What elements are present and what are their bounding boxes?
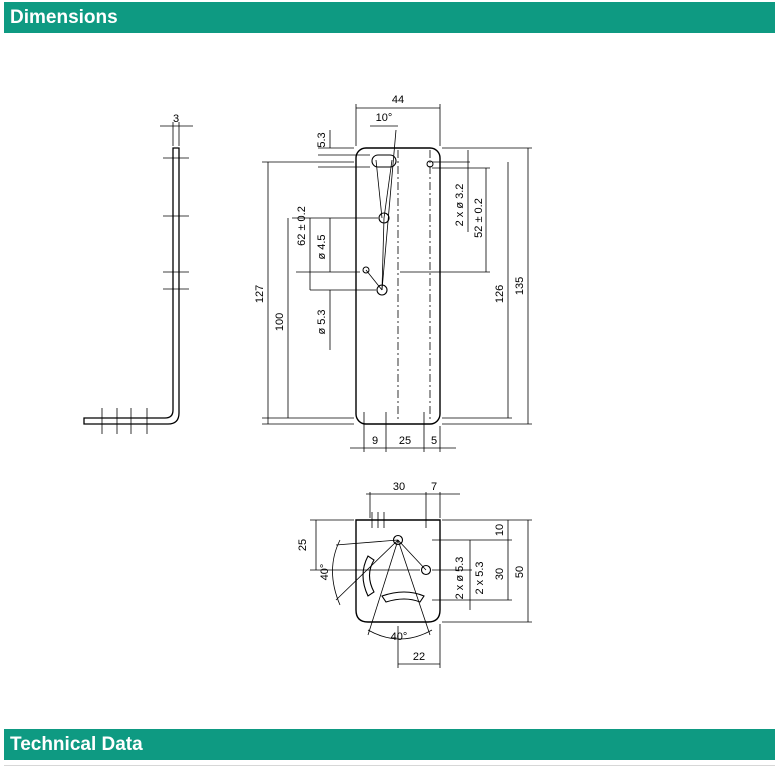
front-width-label: 44 [392, 94, 404, 106]
bottom-left-25-label: 25 [297, 539, 309, 551]
divider [4, 765, 775, 766]
bottom-right-30-label: 30 [494, 568, 506, 580]
bottom-height-50-label: 50 [514, 566, 526, 578]
front-slot-top-label: 5.3 [316, 132, 328, 147]
front-height-135-label: 135 [514, 277, 526, 295]
bottom-22-label: 22 [413, 651, 425, 663]
dimensions-header: Dimensions [4, 2, 775, 33]
front-hole-small-label: 2 x ø 3.2 [454, 184, 466, 227]
bottom-top-30-label: 30 [393, 481, 405, 493]
bottom-top-7-label: 7 [431, 481, 437, 493]
front-bottom-5-label: 5 [431, 435, 437, 447]
technical-data-title: Technical Data [10, 734, 143, 755]
side-view [83, 122, 193, 434]
front-hole-53-label: ø 5.3 [316, 309, 328, 334]
bottom-holes-53-label: 2 x ø 5.3 [454, 557, 466, 600]
dimension-drawing: 3 [83, 94, 532, 668]
front-hole-45-label: ø 4.5 [316, 234, 328, 259]
front-bottom-9-label: 9 [372, 435, 378, 447]
front-height-100-label: 100 [274, 313, 286, 331]
front-view [262, 104, 532, 452]
bottom-slots-53-label: 2 x 5.3 [474, 561, 486, 594]
front-bottom-25-label: 25 [399, 435, 411, 447]
bottom-angle-left-label: 40° [319, 564, 331, 581]
front-spacing-62-label: 62 ± 0.2 [296, 206, 308, 246]
front-spacing-52-label: 52 ± 0.2 [473, 198, 485, 238]
bottom-view [310, 492, 532, 668]
front-height-127-label: 127 [254, 285, 266, 303]
dimensions-title: Dimensions [10, 7, 118, 28]
side-thickness-label: 3 [173, 113, 179, 125]
bottom-angle-bottom-label: 40° [391, 631, 408, 643]
front-height-126-label: 126 [494, 285, 506, 303]
front-angle-label: 10° [376, 112, 393, 124]
bottom-right-10-label: 10 [494, 524, 506, 536]
technical-data-header: Technical Data [4, 729, 775, 760]
